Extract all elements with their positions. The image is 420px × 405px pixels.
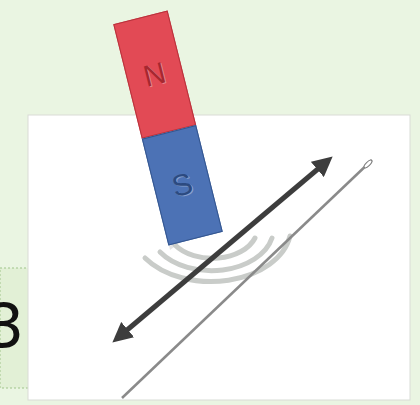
north-pole: N xyxy=(113,11,196,139)
needle-eye xyxy=(363,159,373,169)
pole-letter: S xyxy=(169,168,196,202)
south-pole: S xyxy=(142,125,223,245)
step-number: 3 xyxy=(0,296,24,356)
pole-letter: N xyxy=(141,57,169,91)
stroke-arrow xyxy=(120,163,325,336)
white-panel xyxy=(28,115,410,400)
